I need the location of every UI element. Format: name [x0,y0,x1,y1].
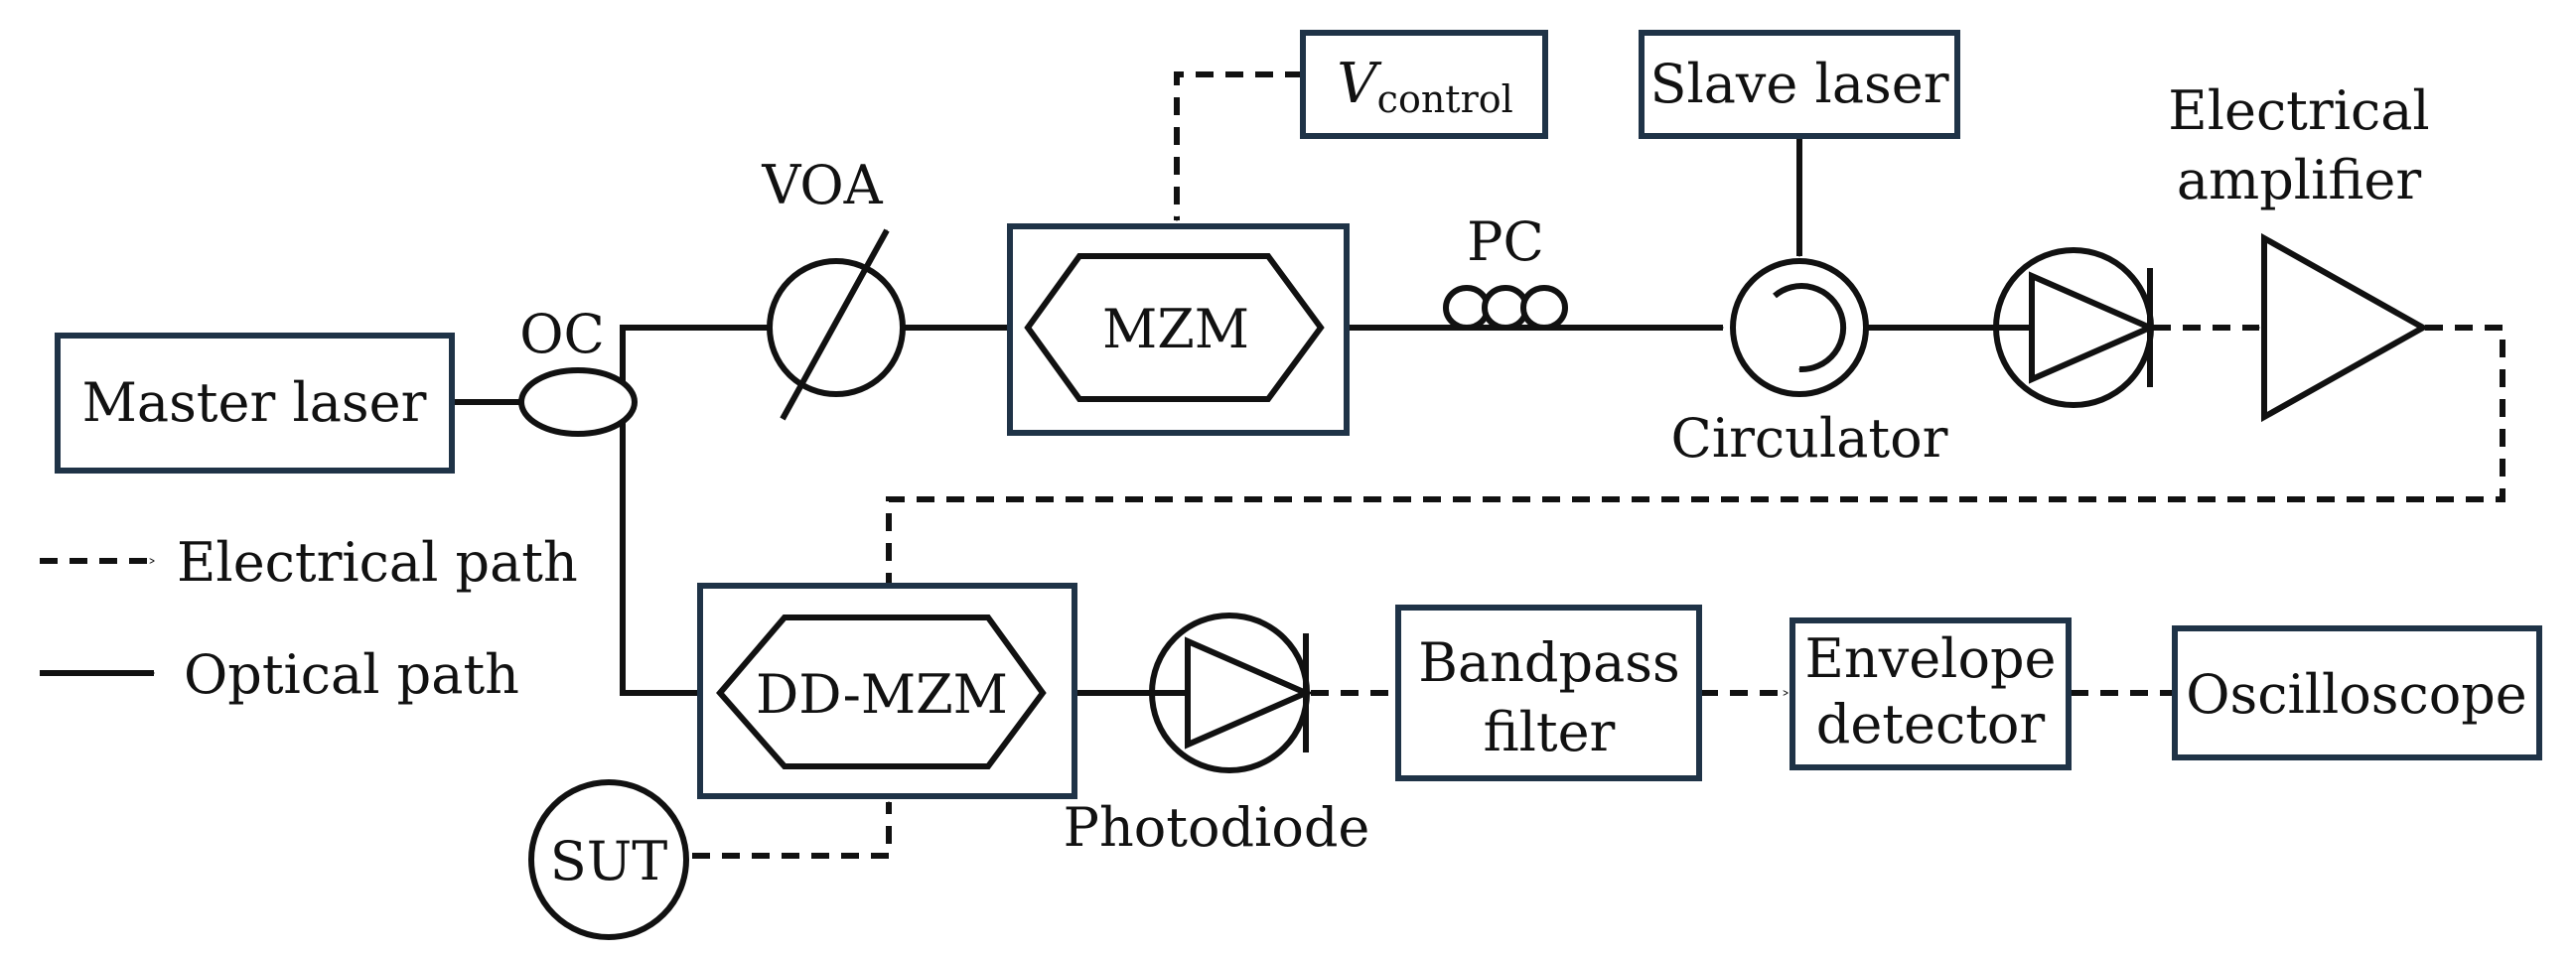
legend-optical-label: Optical path [184,643,519,706]
line-sut-to-ddmzm [692,802,892,859]
polarization-controller: PC [1443,210,1568,331]
envelope-label-line2: detector [1816,693,2046,755]
mzm-label: MZM [1102,298,1249,360]
electrical-amplifier: Electrical amplifier [2168,79,2430,423]
optical-coupler: OC [518,303,638,437]
dd-mzm-label: DD-MZM [756,663,1008,726]
line-oc-to-ddmzm [620,422,722,696]
mzm-modulator: MZM [1007,223,1350,436]
v-control-base: V [1337,52,1382,116]
line-vcontrol-to-mzm [1174,71,1303,220]
photodiode-label: Photodiode [1064,796,1370,859]
line-amplifier-to-ddmzm [886,325,2505,584]
voa-label: VOA [761,154,883,216]
bandpass-label-line2: filter [1484,701,1616,763]
photodiode-1 [1993,247,2158,408]
circulator-label: Circulator [1671,407,1948,470]
oscilloscope-label: Oscilloscope [2186,663,2527,726]
envelope-detector-block: Envelope detector [1789,617,2072,770]
legend: Electrical path Optical path [40,531,578,706]
amplifier-label-line2: amplifier [2177,149,2421,211]
dd-mzm-modulator: DD-MZM [697,583,1077,799]
pc-label: PC [1467,210,1544,273]
v-control-subscript: control [1377,77,1513,121]
photodiode-2: Photodiode [1064,613,1370,859]
legend-electrical-label: Electrical path [177,531,578,594]
sut-source: SUT [528,779,689,940]
bandpass-filter-block: Bandpass filter [1395,605,1702,781]
master-laser-block: Master laser [55,333,455,474]
line-oc-to-voa [620,325,770,382]
sut-label: SUT [550,830,668,892]
oscilloscope-block: Oscilloscope [2172,625,2542,760]
bandpass-label-line1: Bandpass [1418,631,1679,694]
amplifier-label-line1: Electrical [2168,79,2429,142]
envelope-label-line1: Envelope [1805,627,2057,690]
svg-text:Vcontrol: Vcontrol [1337,52,1513,121]
oc-label: OC [519,303,605,365]
voa-attenuator: VOA [761,154,906,421]
v-control-block: Vcontrol [1300,30,1548,139]
slave-laser-block: Slave laser [1639,30,1960,139]
circulator: Circulator [1671,258,1948,470]
master-laser-label: Master laser [82,371,427,434]
slave-laser-label: Slave laser [1649,53,1948,115]
